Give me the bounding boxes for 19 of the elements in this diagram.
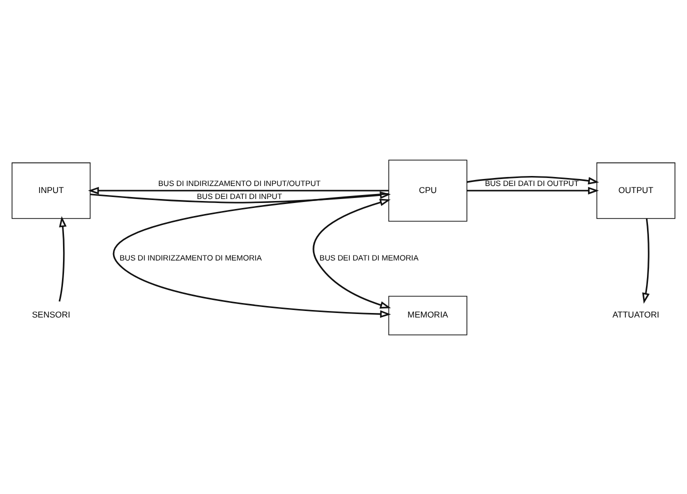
edge-label: BUS DI INDIRIZZAMENTO DI INPUT/OUTPUT bbox=[158, 178, 321, 188]
arrow bbox=[312, 198, 391, 308]
node-text: ATTUATORI bbox=[612, 309, 660, 320]
arrow bbox=[466, 186, 599, 194]
node-text: SENSORI bbox=[32, 309, 70, 320]
arrow bbox=[113, 192, 391, 318]
arrow bbox=[642, 218, 650, 304]
node-box: INPUT bbox=[12, 162, 91, 218]
node-box: OUTPUT bbox=[596, 162, 676, 218]
arrow bbox=[58, 216, 67, 302]
edge-label: BUS DEI DATI DI MEMORIA bbox=[320, 253, 418, 262]
arrow bbox=[90, 190, 391, 203]
node-box: CPU bbox=[388, 159, 468, 222]
edge-label: BUS DEI DATI DI INPUT bbox=[196, 192, 282, 201]
node-box: MEMORIA bbox=[388, 295, 468, 335]
edge-label: BUS DEI DATI DI OUTPUT bbox=[484, 178, 579, 188]
arrow bbox=[466, 175, 600, 184]
arrow bbox=[88, 186, 389, 194]
edge-label: BUS DI INDIRIZZAMENTO DI MEMORIA bbox=[120, 253, 262, 262]
